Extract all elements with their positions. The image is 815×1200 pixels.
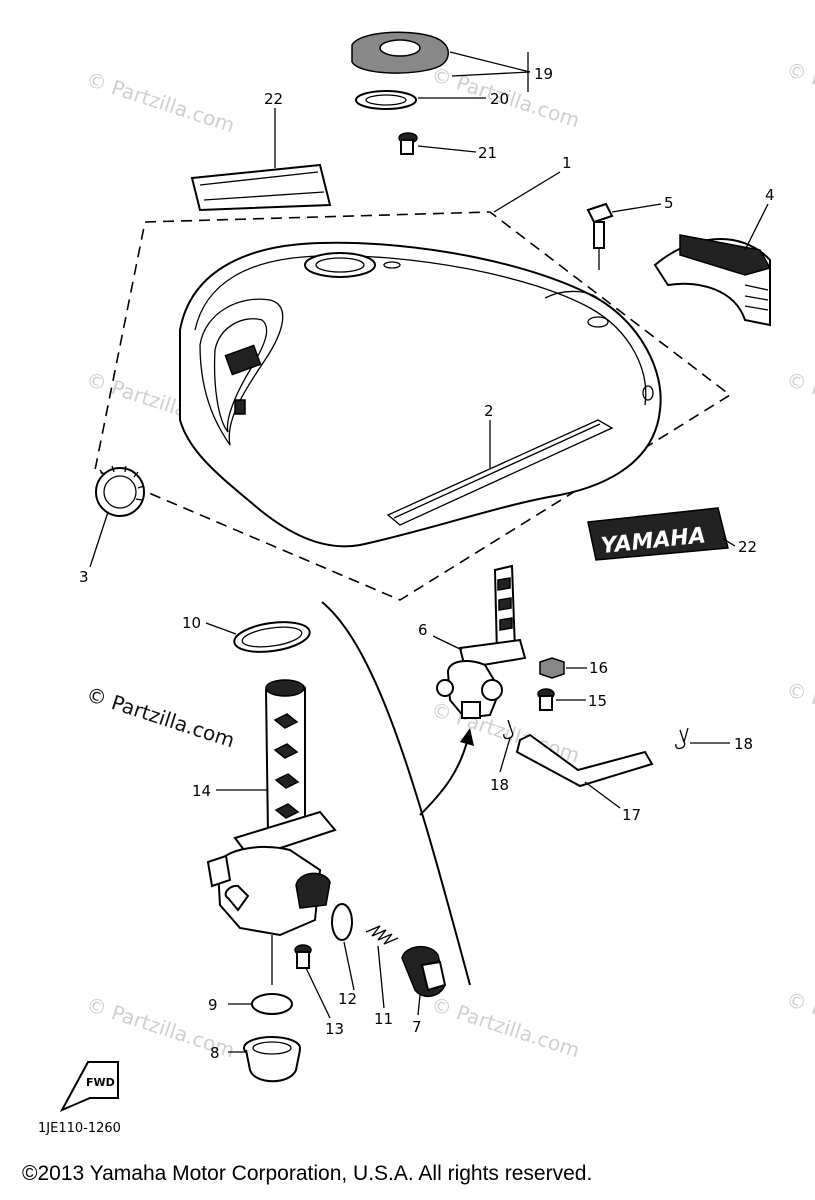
fwd-label: FWD (86, 1076, 115, 1089)
callout-1: 1 (562, 154, 572, 172)
callout-16: 16 (589, 659, 608, 677)
assembly-outline (94, 211, 732, 601)
callout-13: 13 (325, 1020, 344, 1038)
callout-5: 5 (664, 194, 674, 212)
callout-2: 2 (484, 402, 494, 420)
callout-20: 20 (490, 90, 509, 108)
fwd-arrow-icon: FWD (59, 1061, 119, 1113)
fuel-cock-14 (206, 679, 337, 985)
callout-18-right: 18 (734, 735, 753, 753)
fuel-cock-6 (436, 564, 527, 720)
callout-15: 15 (588, 692, 607, 710)
callout-19: 19 (534, 65, 553, 83)
screw-21 (398, 132, 418, 155)
clip-18 (503, 719, 514, 740)
callout-11: 11 (374, 1010, 393, 1028)
watermark: © Partzilla.com (783, 677, 815, 748)
callout-10: 10 (182, 614, 201, 632)
callout-numbers: 19 20 21 1 5 4 22 2 22 3 6 16 15 18 18 1… (79, 65, 775, 1062)
screw-13 (294, 944, 312, 969)
callout-6: 6 (418, 621, 428, 639)
watermark: © Partzilla.com (783, 57, 815, 128)
clip-18 (675, 727, 689, 750)
watermark-dark: © Partzilla.com (83, 682, 237, 753)
watermark: © Partzilla.com (428, 992, 582, 1063)
copyright-notice: ©2013 Yamaha Motor Corporation, U.S.A. A… (22, 1162, 592, 1185)
assembly-arrow (419, 737, 469, 816)
nut-16 (539, 657, 565, 679)
callout-8: 8 (210, 1044, 220, 1062)
callout-3: 3 (79, 568, 89, 586)
callout-9: 9 (208, 996, 218, 1014)
diagram-code: 1JE110-1260 (38, 1121, 121, 1136)
callout-22-top: 22 (264, 90, 283, 108)
fuel-hose-17 (515, 733, 654, 788)
bolt-5 (586, 202, 614, 270)
lever-7 (401, 946, 447, 997)
damper-3 (95, 465, 145, 517)
spring-11 (365, 925, 399, 945)
o-ring-9 (251, 993, 293, 1015)
callout-14: 14 (192, 782, 211, 800)
screw-15 (537, 688, 555, 711)
leader-lines (89, 51, 769, 1053)
watermark: © Partzilla.com (83, 67, 237, 138)
callout-18-left: 18 (490, 776, 509, 794)
gasket-12 (331, 903, 353, 941)
emblem-plate-22 (190, 163, 332, 212)
o-ring-10 (233, 621, 311, 653)
strainer-cup-8 (243, 1036, 301, 1083)
fuel-cap-19 (351, 31, 449, 74)
callout-7: 7 (412, 1018, 422, 1036)
gasket-20 (355, 90, 417, 110)
curved-arrow (321, 601, 471, 986)
fuel-tank (179, 241, 662, 548)
callout-12: 12 (338, 990, 357, 1008)
watermark: © Partzilla.com (783, 987, 815, 1058)
emblem-yamaha-22: YAMAHA (587, 507, 729, 561)
watermark: © Partzilla.com (783, 367, 815, 438)
callout-22-right: 22 (738, 538, 757, 556)
callout-21: 21 (478, 144, 497, 162)
damper-4 (653, 234, 772, 327)
callout-17: 17 (622, 806, 641, 824)
callout-4: 4 (765, 186, 775, 204)
